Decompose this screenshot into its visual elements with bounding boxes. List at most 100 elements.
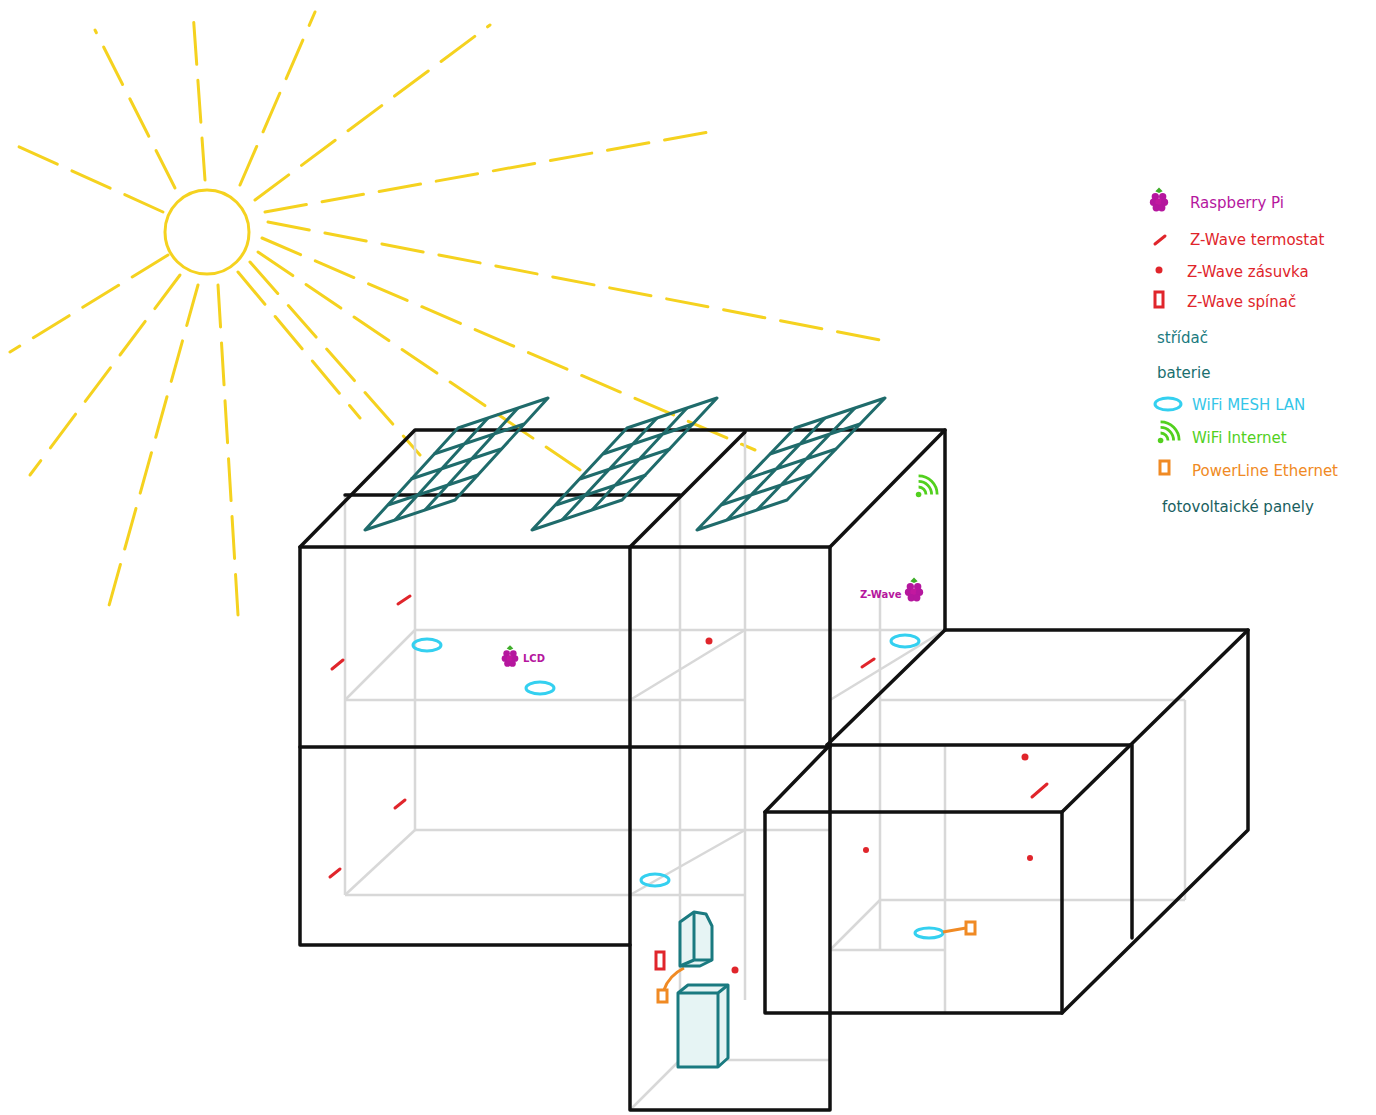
- battery-edge: [678, 985, 728, 1067]
- hidden-edge: [630, 830, 745, 895]
- extension-wall: [765, 812, 1062, 1013]
- sun-ray: [258, 252, 580, 470]
- wifi-internet-icon: [916, 476, 937, 497]
- legend-raspberry-sample: [1150, 188, 1168, 212]
- legend-label: Raspberry Pi: [1190, 195, 1284, 212]
- legend-label: WiFi MESH LAN: [1192, 397, 1305, 414]
- legend-switch-sample: [1155, 292, 1163, 307]
- solar-panel: [532, 398, 717, 530]
- powerline-adapter: [658, 990, 667, 1002]
- hidden-edge: [345, 630, 415, 700]
- sun-disc: [165, 190, 249, 274]
- extension-edge: [827, 630, 945, 745]
- battery: [678, 985, 728, 1067]
- battery-body: [678, 985, 728, 1067]
- legend-label: baterie: [1157, 365, 1210, 382]
- sun-ray: [105, 285, 198, 620]
- hidden-edge: [630, 630, 745, 700]
- raspberry-pi-icon: [905, 578, 923, 602]
- hidden-edge: [630, 1060, 680, 1110]
- sun-ray: [255, 25, 490, 200]
- legend-label: WiFi Internet: [1192, 430, 1287, 447]
- sun: [10, 12, 880, 620]
- socket-dot: [732, 967, 739, 974]
- sun-ray: [218, 285, 238, 615]
- house-wall: [943, 430, 947, 630]
- solar-panel: [697, 398, 885, 530]
- panel-grid: [388, 408, 524, 520]
- panel-grid: [721, 408, 860, 520]
- inverter-body: [680, 912, 712, 966]
- hidden-edge: [1184, 700, 1187, 900]
- extension-edge: [765, 745, 830, 812]
- floor-line: [300, 745, 830, 749]
- legend-label: PowerLine Ethernet: [1192, 463, 1338, 480]
- powerline-adapter: [966, 922, 975, 934]
- hidden-edge: [944, 745, 947, 1013]
- thermostat-mark: [332, 660, 343, 669]
- mesh-unit: [891, 635, 919, 647]
- thermostat-mark: [330, 869, 340, 877]
- inverter-edge: [680, 912, 712, 966]
- device-label: Z-Wave: [860, 589, 902, 600]
- sun-ray: [15, 145, 163, 212]
- sun-ray: [10, 255, 168, 352]
- thermostat-mark: [398, 596, 410, 604]
- panel-frame: [697, 398, 885, 530]
- socket-dot: [706, 638, 713, 645]
- sun-ray: [240, 12, 315, 185]
- inverter: [680, 912, 712, 966]
- hidden-edge: [744, 432, 747, 1000]
- switch-mark: [656, 952, 664, 969]
- sun-ray: [265, 130, 720, 212]
- hidden-edge: [344, 495, 347, 895]
- legend-socket-sample: [1156, 267, 1163, 274]
- hidden-edge: [879, 590, 882, 950]
- sun-ray: [193, 12, 205, 180]
- hidden-edge: [345, 699, 745, 702]
- raspberry-pi-icon: [502, 645, 519, 667]
- legend-label: Z-Wave spínač: [1187, 294, 1296, 311]
- legend-thermostat-sample: [1155, 236, 1165, 244]
- panel-frame: [532, 398, 717, 530]
- socket-dot: [863, 847, 869, 853]
- mesh-unit: [526, 682, 554, 694]
- legend-label: Z-Wave termostat: [1190, 232, 1324, 249]
- sockets: [706, 638, 1034, 974]
- hidden-edge: [830, 630, 945, 700]
- hidden-edges: [345, 430, 1185, 1110]
- thermostats: [330, 596, 1047, 877]
- hidden-edge: [345, 830, 415, 895]
- legend-wifi-sample: [1158, 422, 1179, 443]
- hidden-edge: [880, 699, 1185, 702]
- mesh-unit: [641, 874, 669, 886]
- solar-panel: [365, 398, 548, 530]
- hidden-edge: [830, 900, 880, 950]
- hidden-edge: [830, 949, 945, 952]
- hidden-edge: [679, 495, 682, 1060]
- mesh-unit: [413, 639, 441, 651]
- powerline-wire: [664, 968, 684, 990]
- sun-rays: [10, 12, 880, 620]
- extension-wall: [945, 630, 1248, 1013]
- device-label: LCD: [523, 653, 545, 664]
- panel-grid: [556, 408, 693, 520]
- hidden-edge: [345, 894, 745, 897]
- panel-frame: [365, 398, 548, 530]
- sun-ray: [95, 30, 175, 188]
- legend-mesh-sample: [1155, 398, 1181, 410]
- socket-dot: [1022, 754, 1029, 761]
- extension-edge: [1062, 630, 1248, 812]
- sun-ray: [250, 262, 420, 455]
- thermostat-mark: [1032, 784, 1047, 797]
- legend-label: Z-Wave zásuvka: [1187, 264, 1309, 281]
- thermostat-mark: [395, 800, 405, 808]
- house-wall: [630, 547, 830, 1110]
- legend-powerline-sample: [1160, 461, 1169, 474]
- mesh-units: [413, 635, 943, 938]
- powerline-wire: [943, 928, 966, 932]
- legend-label: střídač: [1157, 330, 1208, 347]
- thermostat-mark: [862, 659, 874, 667]
